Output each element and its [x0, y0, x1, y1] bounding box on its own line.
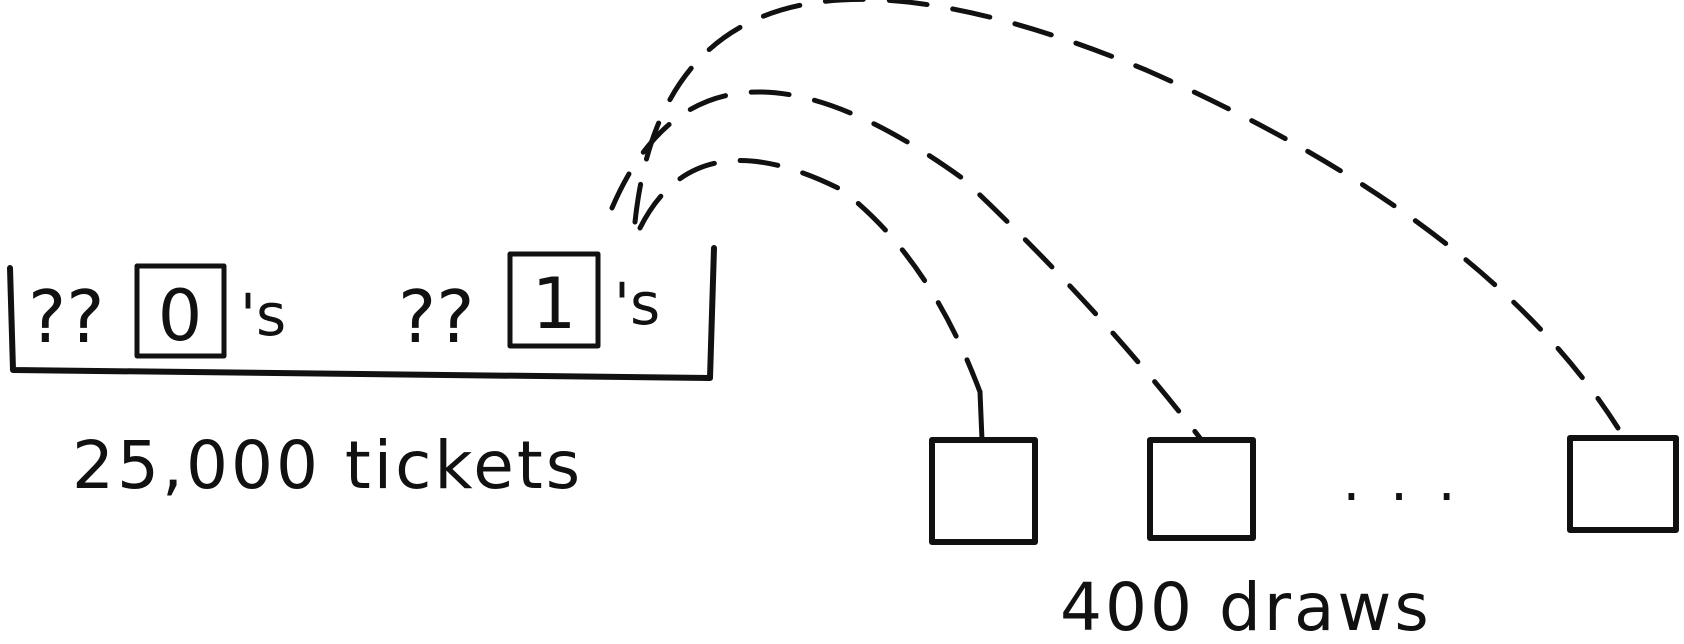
draw-slot-connector — [977, 389, 985, 443]
zero-ticket-frame — [134, 263, 227, 359]
ticket-count-caption: 25,000 tickets — [72, 427, 583, 504]
ticket-box — [7, 245, 717, 381]
one-ticket-suffix: 's — [614, 270, 660, 338]
draw-slot — [929, 437, 1038, 545]
box-contents: ?? 0 's ?? 1 's — [28, 251, 660, 359]
zero-ticket-value: 0 — [158, 275, 203, 357]
unknown-zero-count: ?? — [28, 275, 104, 359]
zero-ticket-suffix: 's — [240, 281, 286, 349]
draw-slots-ellipsis: . . . — [1342, 449, 1461, 514]
one-ticket-frame — [507, 251, 601, 349]
ticket-box-outline — [7, 245, 717, 381]
draw-arc-first — [637, 158, 983, 395]
draw-arcs — [609, 0, 1621, 441]
draw-arc-second — [609, 89, 1203, 441]
unknown-one-count: ?? — [398, 275, 474, 359]
draw-count-caption: 400 draws — [1060, 569, 1432, 644]
draw-slot — [1147, 437, 1256, 541]
one-ticket-value: 1 — [532, 263, 577, 345]
draw-arc-last — [632, 0, 1621, 431]
draw-slots: . . . — [929, 389, 1679, 545]
draw-slot — [1567, 435, 1679, 533]
